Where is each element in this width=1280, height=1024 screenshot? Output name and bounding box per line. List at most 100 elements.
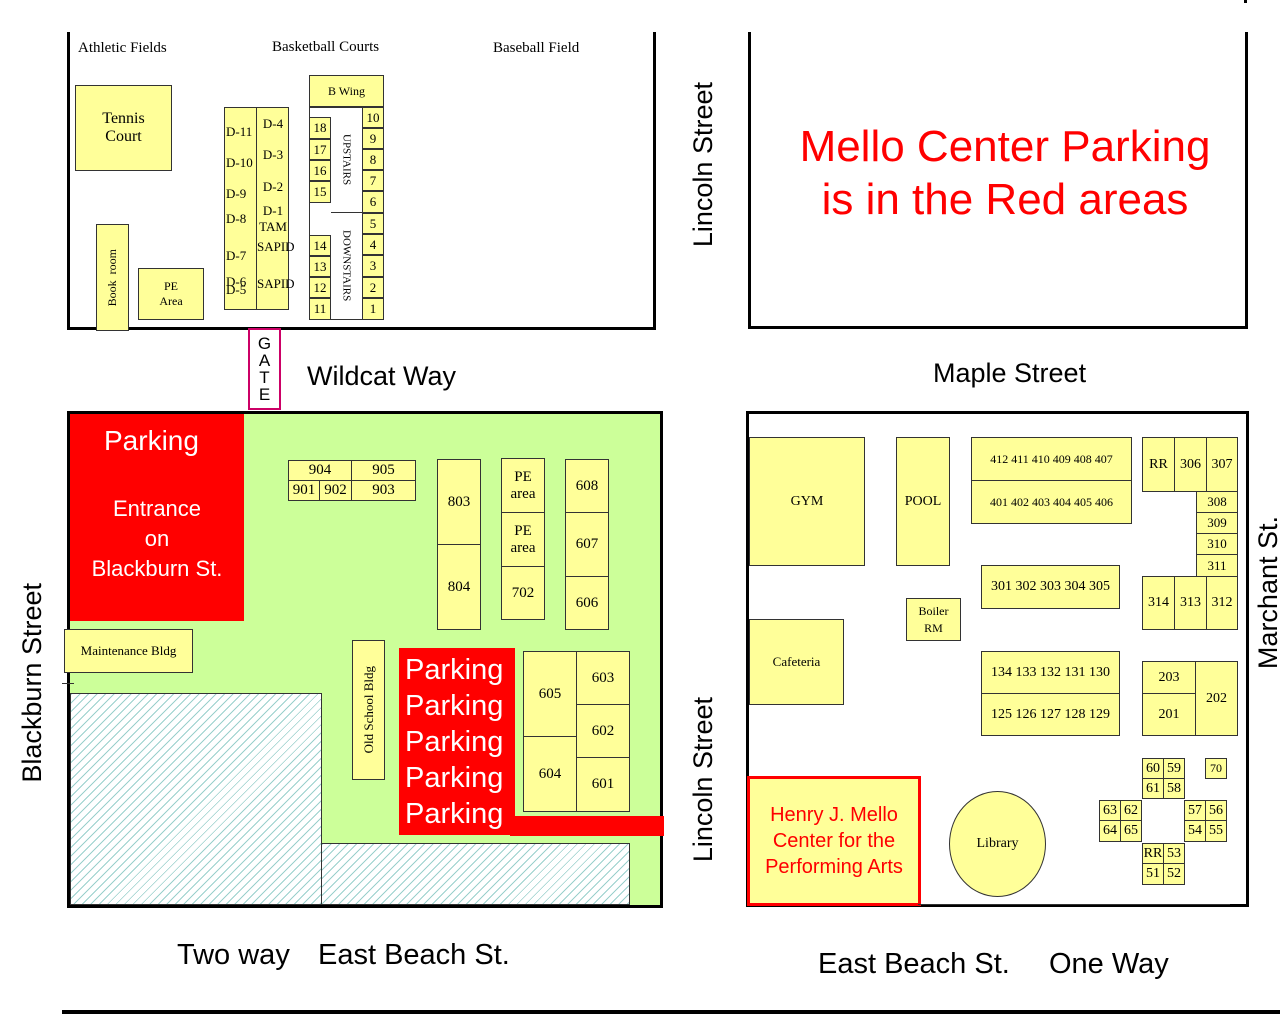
room-52: 52 xyxy=(1163,863,1185,885)
maple-street-label: Maple Street xyxy=(933,358,1087,388)
room-65: 65 xyxy=(1120,820,1142,842)
pe-area-1: PE area xyxy=(501,458,545,513)
boiler-room: Boiler RM xyxy=(906,598,961,641)
pe-area-2: PE area xyxy=(501,512,545,567)
hatched-area-small xyxy=(321,843,630,905)
room-902: 902 xyxy=(319,480,352,501)
room-54: 54 xyxy=(1184,820,1206,842)
room-606: 606 xyxy=(565,576,609,630)
room-5: 5 xyxy=(362,213,384,234)
hatched-area-large xyxy=(70,693,322,905)
room-308: 308 xyxy=(1196,491,1238,513)
map-title: Mello Center Parking is in the Red areas xyxy=(799,122,1211,224)
rooms-301-305: 301 302 303 304 305 xyxy=(981,565,1120,609)
room-310: 310 xyxy=(1196,533,1238,555)
east-beach-right-label: East Beach St. xyxy=(818,948,1010,980)
basketball-courts-label: Basketball Courts xyxy=(272,39,380,55)
b-wing-floor-divider xyxy=(331,212,362,213)
room-702: 702 xyxy=(501,566,545,620)
room-8: 8 xyxy=(362,149,384,170)
room-1: 1 xyxy=(362,298,384,320)
room-63: 63 xyxy=(1099,800,1121,821)
room-55: 55 xyxy=(1205,820,1227,842)
pool: POOL xyxy=(896,437,950,566)
room-56: 56 xyxy=(1205,800,1227,821)
room-14: 14 xyxy=(309,235,331,256)
room-311: 311 xyxy=(1196,554,1238,577)
room-307: 307 xyxy=(1206,437,1238,492)
room-202: 202 xyxy=(1195,661,1238,736)
room-16: 16 xyxy=(309,160,331,181)
room-12: 12 xyxy=(309,277,331,298)
athletic-fields-label: Athletic Fields xyxy=(78,40,167,56)
room-3: 3 xyxy=(362,255,384,277)
top-right-corner-mark xyxy=(1244,0,1247,3)
d-right-labels: D-4 D-3 D-2 D-1 TAM SAPID SAPID xyxy=(257,116,295,291)
room-607: 607 xyxy=(565,512,609,577)
gym: GYM xyxy=(749,437,865,566)
room-901: 901 xyxy=(288,480,320,501)
tennis-court: Tennis Court xyxy=(75,85,172,171)
room-58: 58 xyxy=(1163,778,1185,799)
room-15: 15 xyxy=(309,181,331,203)
parking-lane-strip xyxy=(510,816,664,836)
mello-center: Henry J. Mello Center for the Performing… xyxy=(747,776,921,906)
top-right-block xyxy=(748,32,1248,329)
room-13: 13 xyxy=(309,256,331,277)
marchant-street-label: Marchant St. xyxy=(1252,515,1280,670)
room-602: 602 xyxy=(576,704,630,758)
room-53: 53 xyxy=(1163,843,1185,864)
room-9: 9 xyxy=(362,128,384,149)
room-905: 905 xyxy=(351,460,416,481)
room-604: 604 xyxy=(523,736,577,812)
room-4: 4 xyxy=(362,234,384,255)
room-605: 605 xyxy=(523,651,577,737)
baseball-field-label: Baseball Field xyxy=(493,40,580,56)
rooms-125-129: 125 126 127 128 129 xyxy=(981,693,1120,736)
room-51: 51 xyxy=(1142,863,1164,885)
room-57: 57 xyxy=(1184,800,1206,821)
room-804: 804 xyxy=(437,544,481,630)
parking-area-lower: Parking Parking Parking Parking Parking xyxy=(399,648,515,835)
room-61: 61 xyxy=(1142,778,1164,799)
upstairs-label: UPSTAIRS xyxy=(340,134,353,186)
room-608: 608 xyxy=(565,459,609,513)
room-59: 59 xyxy=(1163,758,1185,779)
room-314: 314 xyxy=(1142,576,1175,630)
maintenance-building: Maintenance Bldg xyxy=(64,629,193,673)
rooms-130-134: 134 133 132 131 130 xyxy=(981,651,1120,694)
bottom-street-line xyxy=(62,1010,1280,1014)
room-903: 903 xyxy=(351,480,416,501)
room-2: 2 xyxy=(362,277,384,298)
d-left-labels: D-11 D-10 D-9 D-8 D-7 D-6 D-5 xyxy=(226,124,253,297)
room-309: 309 xyxy=(1196,512,1238,534)
cafeteria: Cafeteria xyxy=(749,619,844,705)
downstairs-label: DOWNSTAIRS xyxy=(340,230,353,302)
room-7: 7 xyxy=(362,170,384,191)
room-10: 10 xyxy=(362,107,384,128)
library: Library xyxy=(949,791,1046,897)
rooms-407-412: 412 411 410 409 408 407 xyxy=(971,437,1132,481)
room-62: 62 xyxy=(1120,800,1142,821)
room-312: 312 xyxy=(1206,576,1238,630)
bottom-right-edge-line xyxy=(918,904,1230,905)
pe-area-top: PE Area xyxy=(138,268,204,320)
room-11: 11 xyxy=(309,298,331,320)
lincoln-street-top-label: Lincoln Street xyxy=(687,82,718,248)
rooms-401-406: 401 402 403 404 405 406 xyxy=(971,480,1132,524)
d-wing-divider xyxy=(256,107,257,310)
top-left-block xyxy=(67,32,656,330)
old-school-building: Old School Bldg xyxy=(352,640,385,780)
room-603: 603 xyxy=(576,651,630,705)
parking-entrance-area: Parking Entrance on Blackburn St. xyxy=(70,414,244,621)
maintenance-tick xyxy=(62,683,74,684)
one-way-label: One Way xyxy=(1049,948,1169,980)
book-room: Book room xyxy=(96,224,129,331)
room-201: 201 xyxy=(1142,693,1196,736)
room-18: 18 xyxy=(309,117,331,139)
room-6: 6 xyxy=(362,191,384,213)
room-313: 313 xyxy=(1174,576,1207,630)
room-60: 60 xyxy=(1142,758,1164,779)
room-70: 70 xyxy=(1205,758,1227,779)
restroom-2: RR xyxy=(1142,843,1164,864)
